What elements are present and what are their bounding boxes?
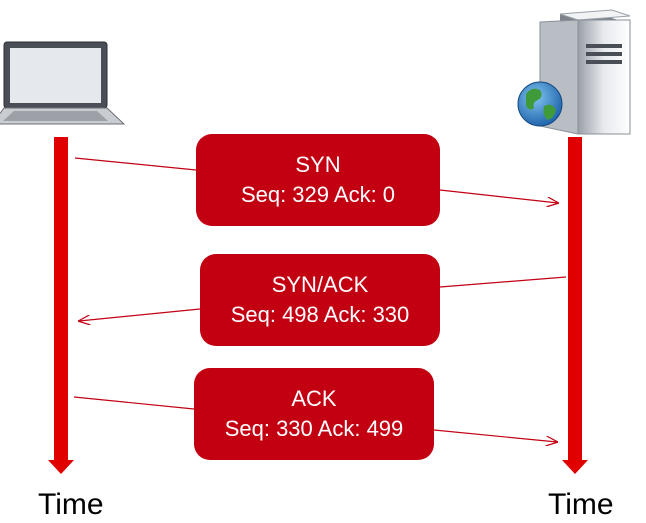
syn-message-box: SYN Seq: 329 Ack: 0 xyxy=(196,134,440,226)
message-seq-ack: Seq: 330 Ack: 499 xyxy=(224,416,404,441)
message-type: ACK xyxy=(291,386,337,411)
syn-arrow-segment-1 xyxy=(74,157,197,171)
ack-arrow-segment-2 xyxy=(433,429,557,442)
ack-message-box: ACK Seq: 330 Ack: 499 xyxy=(194,368,434,460)
server-with-globe-icon xyxy=(517,9,631,135)
laptop-icon xyxy=(0,41,126,125)
ack-arrow-segment-1 xyxy=(73,396,195,410)
message-seq-ack: Seq: 498 Ack: 330 xyxy=(230,302,410,327)
synack-message-box: SYN/ACK Seq: 498 Ack: 330 xyxy=(200,254,440,346)
client-timeline xyxy=(48,137,74,474)
message-seq-ack: Seq: 329 Ack: 0 xyxy=(240,182,396,207)
server-timeline xyxy=(562,137,588,474)
client-time-label: Time xyxy=(38,488,104,521)
syn-arrow-segment-2 xyxy=(439,189,558,203)
synack-arrow-segment-1 xyxy=(439,276,567,288)
server-time-label: Time xyxy=(548,488,614,521)
message-type: SYN/ACK xyxy=(271,272,369,297)
message-type: SYN xyxy=(295,152,341,177)
synack-arrow-segment-2 xyxy=(79,308,201,321)
